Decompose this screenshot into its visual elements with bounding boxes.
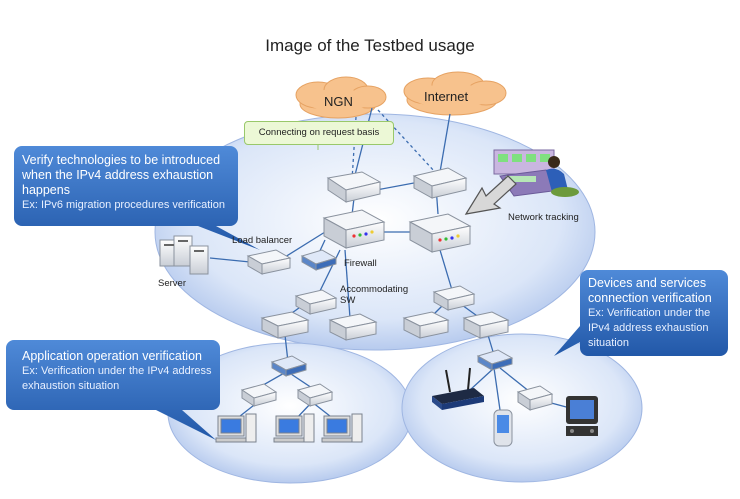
core-router-right	[408, 213, 472, 253]
device-network-ellipse	[401, 333, 643, 483]
callout-heading-line: Devices and services	[588, 276, 707, 290]
request-basis-note: Connecting on request basis	[244, 121, 394, 145]
callout-shapes	[6, 146, 728, 440]
device-switch	[516, 385, 554, 411]
callout-sub-line: situation	[588, 337, 629, 349]
pc-icon	[321, 413, 363, 443]
user-switch-left	[240, 383, 278, 407]
switch-left-lower	[260, 311, 310, 339]
callout-heading-line: happens	[22, 183, 70, 197]
load-balancer-device	[246, 249, 292, 275]
network-tracking-label: Network tracking	[508, 212, 579, 223]
callout-sub-line: exhaustion situation	[22, 380, 120, 392]
switch-right-right	[462, 311, 510, 339]
firewall-device	[300, 249, 338, 271]
diagram-title: Image of the Testbed usage	[265, 36, 475, 55]
core-router-left	[322, 209, 386, 249]
router-top-right	[412, 167, 468, 199]
callout-sub-line: Ex: IPv6 migration procedures verificati…	[22, 199, 225, 211]
internet-cloud	[403, 71, 507, 116]
mobile-phone-icon	[493, 409, 513, 447]
firewall-label: Firewall	[344, 258, 377, 269]
internet-label: Internet	[424, 89, 469, 104]
callout-sub-line: IPv4 address exhaustion	[588, 322, 709, 334]
network-devices	[240, 167, 554, 411]
device-hub	[476, 349, 514, 371]
callout-application-operation: Application operation verification Ex: V…	[22, 349, 218, 394]
router-top-left	[326, 171, 382, 203]
operator-icon	[493, 149, 579, 197]
callout-heading-line: Verify technologies to be introduced	[22, 153, 221, 167]
server-label: Server	[158, 278, 186, 289]
pc-icon	[215, 413, 257, 443]
user-hub	[270, 355, 308, 377]
tracking-arrow	[464, 175, 517, 215]
callout-sub-line: Ex: Verification under the IPv4 address	[22, 365, 212, 377]
accommodating-label: Accommodating SW	[340, 284, 408, 306]
callout-verify-technologies: Verify technologies to be introduced whe…	[22, 153, 236, 213]
callout-devices-services: Devices and services connection verifica…	[588, 276, 728, 351]
callout-heading-line: Application operation verification	[22, 349, 202, 363]
pc-icons	[215, 413, 363, 443]
callout-heading-line: connection verification	[588, 291, 712, 305]
switch-right-upper	[432, 285, 476, 311]
pc-icon	[273, 413, 315, 443]
callout-heading-line: when the IPv4 address exhaustion	[22, 168, 214, 182]
callout-sub-line: Ex: Verification under the	[588, 307, 711, 319]
wireless-router-icon	[432, 367, 484, 410]
user-switch-right	[296, 383, 334, 407]
tv-icon	[566, 396, 598, 436]
accommodating-line: Accommodating	[340, 284, 409, 295]
accommodating-switch	[294, 289, 338, 315]
switch-right-left	[402, 311, 450, 339]
accommodating-line: SW	[340, 295, 356, 306]
ngn-label: NGN	[324, 94, 353, 109]
load-balancer-label: Load balancer	[232, 235, 293, 246]
switch-mid-lower	[328, 313, 378, 341]
server-icon	[159, 235, 209, 275]
ngn-cloud	[295, 76, 387, 119]
